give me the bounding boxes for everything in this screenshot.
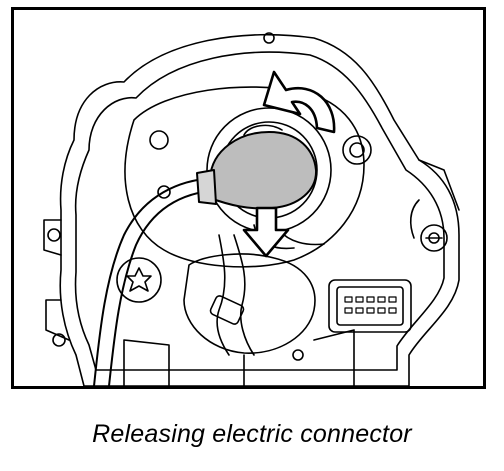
housing-left-bracket — [43, 219, 70, 341]
fitting-mid-left — [157, 185, 171, 199]
lower-mount-hole — [292, 349, 304, 361]
lower-bracket — [123, 329, 355, 386]
fitting-upper-right-inner — [349, 142, 365, 158]
wiring-harness-second — [108, 189, 220, 386]
multi-pin-connector-face — [336, 286, 404, 326]
electric-connector — [209, 131, 318, 210]
pull-down-arrow-icon — [242, 206, 290, 258]
mount-hole-bottom-left — [52, 333, 66, 347]
headlamp-line-drawing — [43, 32, 460, 386]
headlamp-housing-outline — [59, 33, 460, 386]
level-adjuster-star-icon — [126, 267, 152, 292]
fitting-upper-right — [342, 135, 372, 165]
connector-tab — [243, 124, 283, 136]
fitting-upper-left — [149, 130, 169, 150]
housing-inner-rim — [74, 51, 445, 371]
lower-socket-assembly — [183, 253, 316, 354]
mount-hole-left — [47, 228, 61, 242]
wiring-harness — [93, 177, 215, 386]
electric-connector-collar — [196, 169, 217, 205]
adjuster-screw — [420, 224, 448, 252]
rotate-arrow-icon — [262, 70, 336, 134]
connector-pins — [344, 296, 397, 314]
lower-wire-loom — [216, 234, 230, 356]
reflector-outline — [124, 86, 365, 268]
level-adjuster-left — [116, 257, 162, 303]
figure-frame — [11, 7, 486, 389]
inline-plug — [209, 295, 245, 325]
mount-hole-top — [263, 32, 275, 44]
multi-pin-connector — [328, 279, 412, 333]
figure-caption: Releasing electric connector — [92, 420, 412, 448]
right-bracket — [409, 159, 460, 239]
lower-wire-loom-2 — [233, 234, 255, 356]
